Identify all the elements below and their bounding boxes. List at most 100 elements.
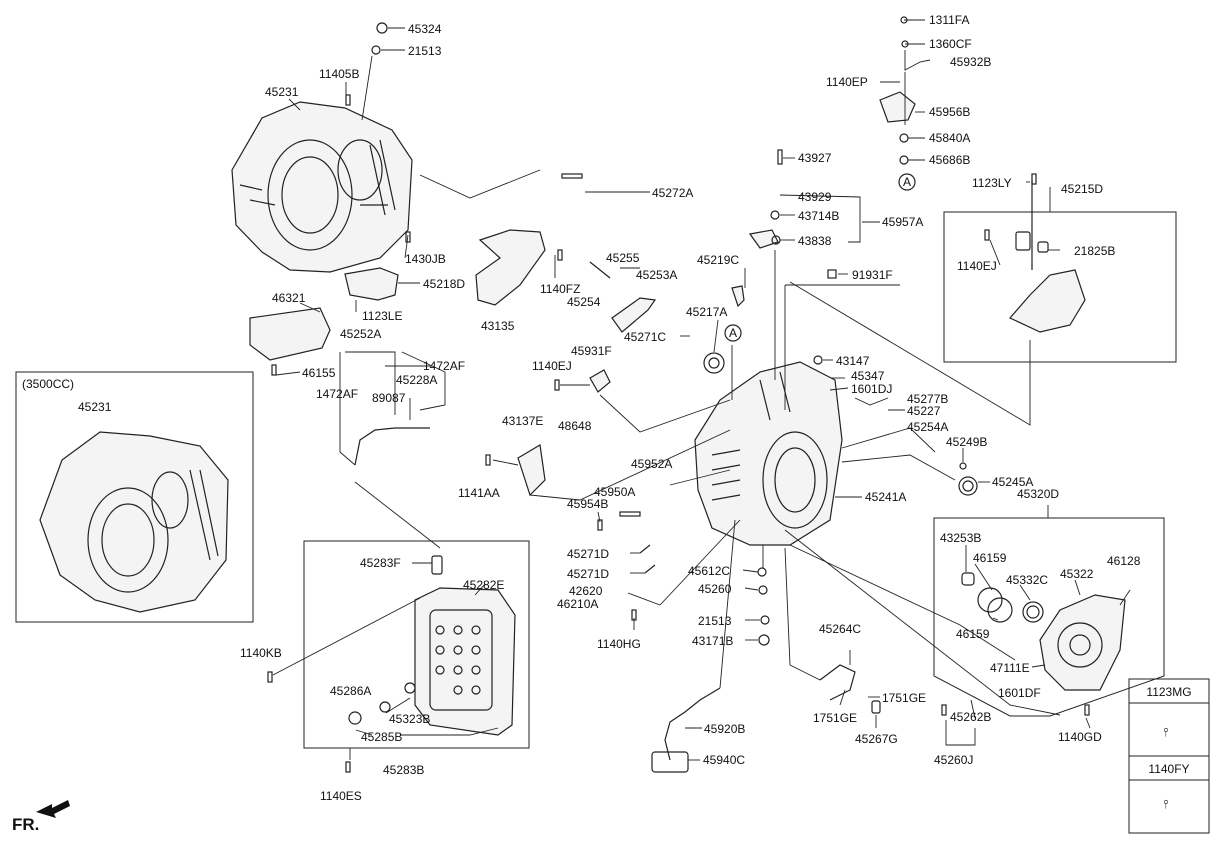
seal-45217A-drawing — [703, 352, 725, 374]
part-label: 21513 — [698, 614, 732, 628]
part-label: 45217A — [686, 305, 727, 319]
part-label: 45255 — [606, 251, 640, 265]
legend-symbol-1140FY: ⫯ — [1163, 797, 1168, 811]
part-label: 1430JB — [405, 252, 446, 266]
part-label: 45262B — [950, 710, 991, 724]
part-label: 45324 — [408, 22, 442, 36]
part-label: 45323B — [389, 712, 430, 726]
part-label: 43838 — [798, 234, 832, 248]
filter-46321-drawing — [249, 307, 331, 361]
part-label: 11405B — [319, 67, 359, 81]
part-label: 1140KB — [240, 646, 282, 660]
legend-label-1123MG: 1123MG — [1146, 685, 1191, 699]
part-label: 1472AF — [316, 387, 358, 401]
part-label: 1123LE — [362, 309, 402, 323]
part-label: 45219C — [697, 253, 739, 267]
part-label: 45271D — [567, 547, 609, 561]
part-label: 45332C — [1006, 573, 1048, 587]
part-label: 43253B — [940, 531, 981, 545]
variant-label: (3500CC) — [22, 377, 74, 391]
part-label: 1140EJ — [532, 359, 572, 373]
reference-mark-a-mid: A — [729, 326, 737, 340]
variant-3500cc-box — [15, 371, 254, 623]
part-label: 45952A — [631, 457, 672, 471]
part-label: 21825B — [1074, 244, 1115, 258]
part-label: 48648 — [558, 419, 592, 433]
part-label: 45957A — [882, 215, 923, 229]
part-label: 45686B — [929, 153, 970, 167]
part-label: 45271C — [624, 330, 666, 344]
part-label: 1140ES — [320, 789, 362, 803]
part-label: 1360CF — [929, 37, 972, 51]
part-label: 45252A — [340, 327, 381, 341]
part-label: 46321 — [272, 291, 306, 305]
part-label: 45260J — [934, 753, 973, 767]
part-label: 45254A — [907, 420, 948, 434]
part-label: 45932B — [950, 55, 991, 69]
reference-circle-a-mid — [724, 324, 742, 342]
side-cover-group-box — [933, 517, 1165, 717]
part-label: 45253A — [636, 268, 677, 282]
part-label: 91931F — [852, 268, 893, 282]
pipe-45252A-drawing — [354, 427, 430, 466]
part-label: 47111E — [990, 661, 1030, 675]
part-label: 1311FA — [929, 13, 969, 27]
part-label: 45931F — [571, 344, 612, 358]
part-label: 45260 — [698, 582, 732, 596]
part-label: 1601DJ — [851, 382, 892, 396]
part-label: 45218D — [423, 277, 465, 291]
part-label: 46159 — [956, 627, 990, 641]
part-label: 45954B — [567, 497, 608, 511]
part-label: 45940C — [703, 753, 745, 767]
reference-mark-a-top: A — [903, 175, 911, 189]
part-label: 45283B — [383, 763, 424, 777]
part-label: 46159 — [973, 551, 1007, 565]
part-label: 45272A — [652, 186, 693, 200]
oil-pan-drawing — [414, 587, 516, 736]
part-label: 45254 — [567, 295, 601, 309]
transmission-housing-drawing — [231, 101, 413, 273]
part-label: 46128 — [1107, 554, 1141, 568]
part-label: 45231 — [265, 85, 299, 99]
part-label: 45241A — [865, 490, 906, 504]
part-label: 45347 — [851, 369, 885, 383]
part-label: 45320D — [1017, 487, 1059, 501]
part-label: 45283F — [360, 556, 401, 570]
part-label: 21513 — [408, 44, 442, 58]
part-label: 43927 — [798, 151, 832, 165]
leader-lines — [272, 19, 1131, 761]
part-label: 45215D — [1061, 182, 1103, 196]
cover-43135-drawing — [475, 229, 546, 306]
part-label: 1751GE — [813, 711, 857, 725]
part-label: 45285B — [361, 730, 402, 744]
side-cover-drawing — [961, 572, 1126, 691]
part-label: 45271D — [567, 567, 609, 581]
variant-housing-drawing — [39, 431, 229, 613]
oil-pan-group-box — [303, 540, 530, 749]
part-label: 45249B — [946, 435, 987, 449]
part-label: 1141AA — [458, 486, 500, 500]
transmission-case-drawing — [694, 361, 843, 546]
mount-bracket-group-box — [943, 211, 1177, 363]
part-label: 1123LY — [972, 176, 1012, 190]
part-label: 45956B — [929, 105, 970, 119]
part-label: 1140EJ — [957, 259, 997, 273]
part-label: 45228A — [396, 373, 437, 387]
part-label: 46155 — [302, 366, 336, 380]
part-label: 1140FZ — [540, 282, 580, 296]
part-label: 45277B — [907, 392, 948, 406]
legend-symbol-1123MG: ⫯ — [1163, 725, 1168, 739]
part-label: 43171B — [692, 634, 733, 648]
part-label: 45322 — [1060, 567, 1094, 581]
mount-bracket-drawing — [1009, 180, 1086, 333]
cable-45920B-drawing — [664, 687, 721, 761]
part-label: 1140HG — [597, 637, 641, 651]
part-label: 45227 — [907, 404, 941, 418]
part-label: 45920B — [704, 722, 745, 736]
part-label: 45267G — [855, 732, 898, 746]
legend-label-1140FY: 1140FY — [1148, 762, 1189, 776]
part-label: 43147 — [836, 354, 870, 368]
part-label: 42620 — [569, 584, 603, 598]
part-label: 45840A — [929, 131, 970, 145]
